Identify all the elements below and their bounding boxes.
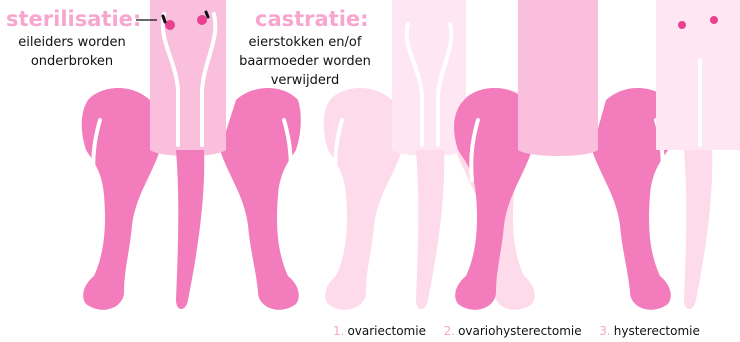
- left-horn: [82, 88, 160, 310]
- legend-label: ovariohysterectomie: [458, 324, 582, 338]
- legend-number: 2.: [444, 324, 455, 338]
- legend-item-1: 1.ovariectomie: [333, 324, 430, 338]
- sterilisation-line-2: onderbroken: [4, 52, 140, 71]
- interruption-mark-right: [206, 12, 208, 17]
- castration-line-3: verwijderd: [226, 71, 384, 90]
- castration-line-2: baarmoeder worden: [226, 52, 384, 71]
- sterilisation-title: sterilisatie:: [6, 9, 141, 30]
- ovary-dot-left: [678, 21, 686, 29]
- ovary-dot-right: [710, 16, 718, 24]
- legend-number: 1.: [333, 324, 344, 338]
- cervix: [684, 150, 712, 309]
- castration-description: eierstokken en/of baarmoeder worden verw…: [226, 33, 384, 90]
- right-horn: [220, 88, 301, 310]
- legend-label: ovariectomie: [347, 324, 426, 338]
- sterilisation-line-1: eileiders worden: [4, 33, 140, 52]
- procedure-legend: 1.ovariectomie 2.ovariohysterectomie 3. h…: [333, 324, 700, 338]
- castration-title: castratie:: [255, 9, 369, 30]
- cervix: [416, 150, 444, 309]
- figure-ovariohysterectomie: [454, 0, 672, 310]
- legend-item-2: 2.ovariohysterectomie: [444, 324, 586, 338]
- legend-number: 3.: [599, 324, 610, 338]
- interruption-mark-left: [163, 16, 165, 22]
- legend-label: hysterectomie: [614, 324, 700, 338]
- ovary-dot-left: [165, 20, 175, 30]
- ovary-dot-right: [197, 15, 207, 25]
- cervix: [176, 150, 204, 309]
- castration-line-1: eierstokken en/of: [226, 33, 384, 52]
- left-horn: [324, 88, 402, 310]
- sterilisation-description: eileiders worden onderbroken: [4, 33, 140, 71]
- legend-item-3: 3. hysterectomie: [599, 324, 700, 338]
- uterus-body: [518, 0, 598, 156]
- figure-hysterectomie: [656, 0, 740, 309]
